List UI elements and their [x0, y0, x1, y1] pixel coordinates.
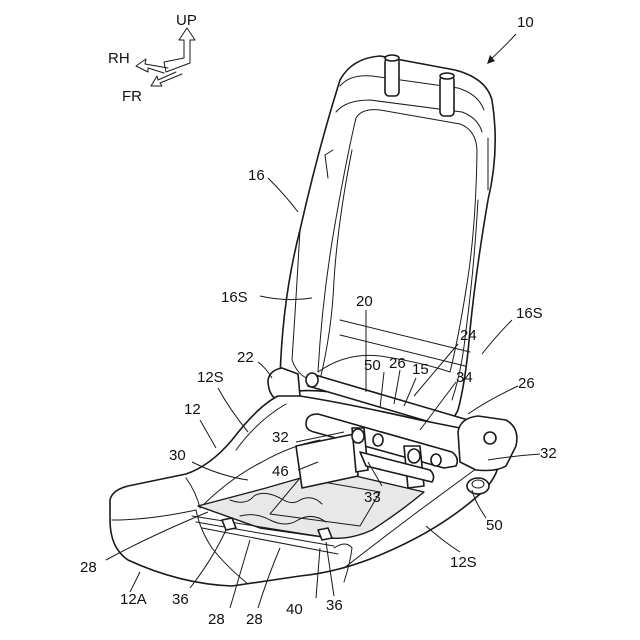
label-26-right: 26 [518, 375, 535, 392]
label-50-lower: 50 [486, 517, 503, 534]
label-12a: 12A [120, 591, 147, 608]
rh-arrow-icon [136, 59, 168, 73]
pivot-bar-end [306, 373, 318, 387]
label-28-bottom-a: 28 [208, 611, 225, 628]
label-16s-left: 16S [221, 289, 248, 306]
leader-10 [490, 34, 516, 60]
label-16: 16 [248, 167, 265, 184]
headrest-post-right-cap [440, 73, 454, 79]
label-fr: FR [122, 88, 142, 105]
label-36-left: 36 [172, 591, 189, 608]
pivot-50-left [352, 429, 364, 443]
label-46: 46 [272, 463, 289, 480]
label-33: 33 [364, 489, 381, 506]
headrest-post-left [385, 58, 399, 96]
label-15: 15 [412, 361, 429, 378]
pivot-right-2 [431, 454, 441, 466]
label-34: 34 [456, 369, 473, 386]
label-16s-right: 16S [516, 305, 543, 322]
label-28-bottom-b: 28 [246, 611, 263, 628]
label-30: 30 [169, 447, 186, 464]
pivot-right [408, 449, 420, 463]
recliner-bolt [484, 432, 496, 444]
label-12s-left: 12S [197, 369, 224, 386]
label-rh: RH [108, 50, 130, 67]
headrest-post-right [440, 76, 454, 116]
headrest-post-left-cap [385, 55, 399, 61]
fr-arrow-icon [151, 72, 182, 86]
label-up: UP [176, 12, 197, 29]
orientation-axes [136, 28, 195, 86]
label-10: 10 [517, 14, 534, 31]
label-50-upper: 50 [364, 357, 381, 374]
label-32-left: 32 [272, 429, 289, 446]
label-32-right: 32 [540, 445, 557, 462]
label-20: 20 [356, 293, 373, 310]
label-28-left: 28 [80, 559, 97, 576]
up-arrow-icon [164, 28, 195, 72]
label-22: 22 [237, 349, 254, 366]
label-26-upper: 26 [389, 355, 406, 372]
label-12s-front: 12S [450, 554, 477, 571]
label-12: 12 [184, 401, 201, 418]
pivot-50-mid [373, 434, 383, 446]
label-36-right: 36 [326, 597, 343, 614]
label-40: 40 [286, 601, 303, 618]
label-24: 24 [460, 327, 477, 344]
